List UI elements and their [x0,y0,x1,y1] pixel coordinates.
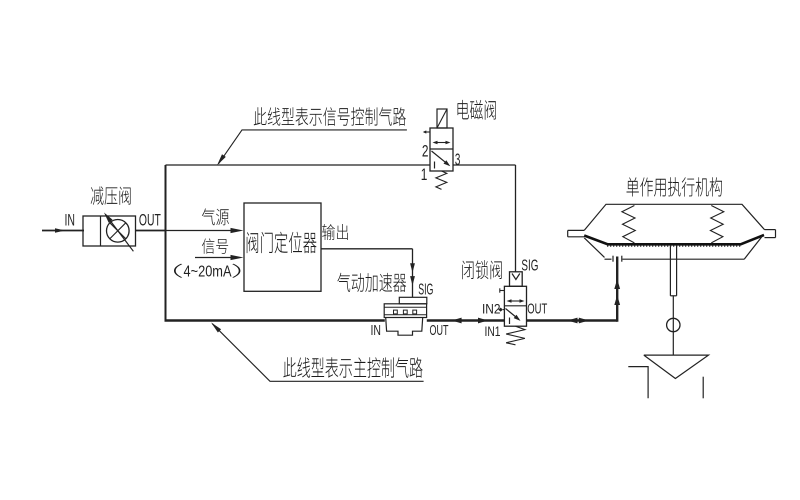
svg-text:SIG: SIG [418,281,433,298]
svg-text:3: 3 [455,151,461,169]
svg-text:IN: IN [371,322,382,339]
svg-text:IN1: IN1 [485,323,501,339]
svg-text:4~20mA: 4~20mA [184,263,233,280]
svg-text:SIG: SIG [521,257,538,274]
svg-text:1: 1 [421,166,428,184]
svg-text:2: 2 [422,142,429,160]
svg-text:OUT: OUT [430,322,449,339]
svg-text:IN: IN [65,212,76,230]
svg-text:IN2: IN2 [482,301,501,317]
svg-text:OUT: OUT [527,302,547,318]
svg-text:OUT: OUT [139,212,161,230]
